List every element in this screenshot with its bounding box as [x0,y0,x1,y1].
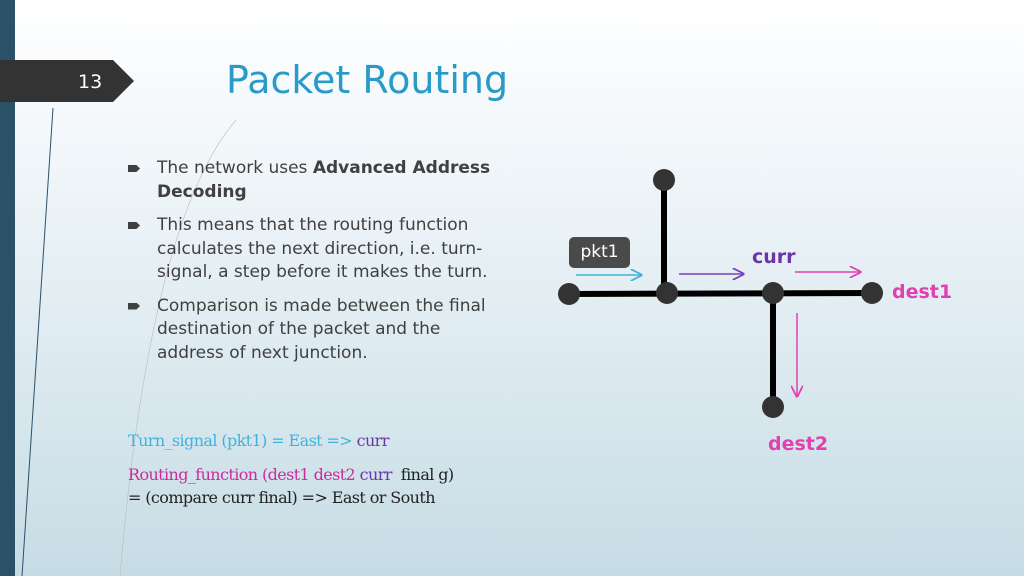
bullet-arrow-icon [128,222,140,229]
slide-number-tab [0,60,134,102]
formula-routing-function: Routing_function (dest1 dest2 curr final… [128,465,454,484]
links [568,180,873,407]
bullet-arrow-icon [128,302,140,310]
bullet-list: The network uses Advanced Address Decodi… [128,157,508,375]
node-dest1 [861,282,883,304]
slide-number: 13 [78,71,103,93]
packet-label: pkt1 [569,237,630,268]
formula-turn-signal: Turn_signal (pkt1) = East => curr [128,431,389,450]
dest1-label: dest1 [892,281,953,303]
slide-title: Packet Routing [226,58,509,102]
node [653,169,675,191]
bullet-item: Comparison is made between the final des… [128,295,508,366]
dest2-label: dest2 [768,433,829,455]
left-accent-stripe [0,0,15,576]
bullet-item: The network uses Advanced Address Decodi… [128,157,508,204]
link-horizontal [568,290,873,297]
formula-compare: = (compare curr final) => East or South [128,488,436,507]
node [558,283,580,305]
bullet-arrow-icon [128,165,140,172]
node [656,282,678,304]
node-curr [762,282,784,304]
node-dest2 [762,396,784,418]
bullet-item: This means that the routing function cal… [128,214,508,285]
curr-label: curr [752,246,796,268]
nodes [558,169,883,418]
